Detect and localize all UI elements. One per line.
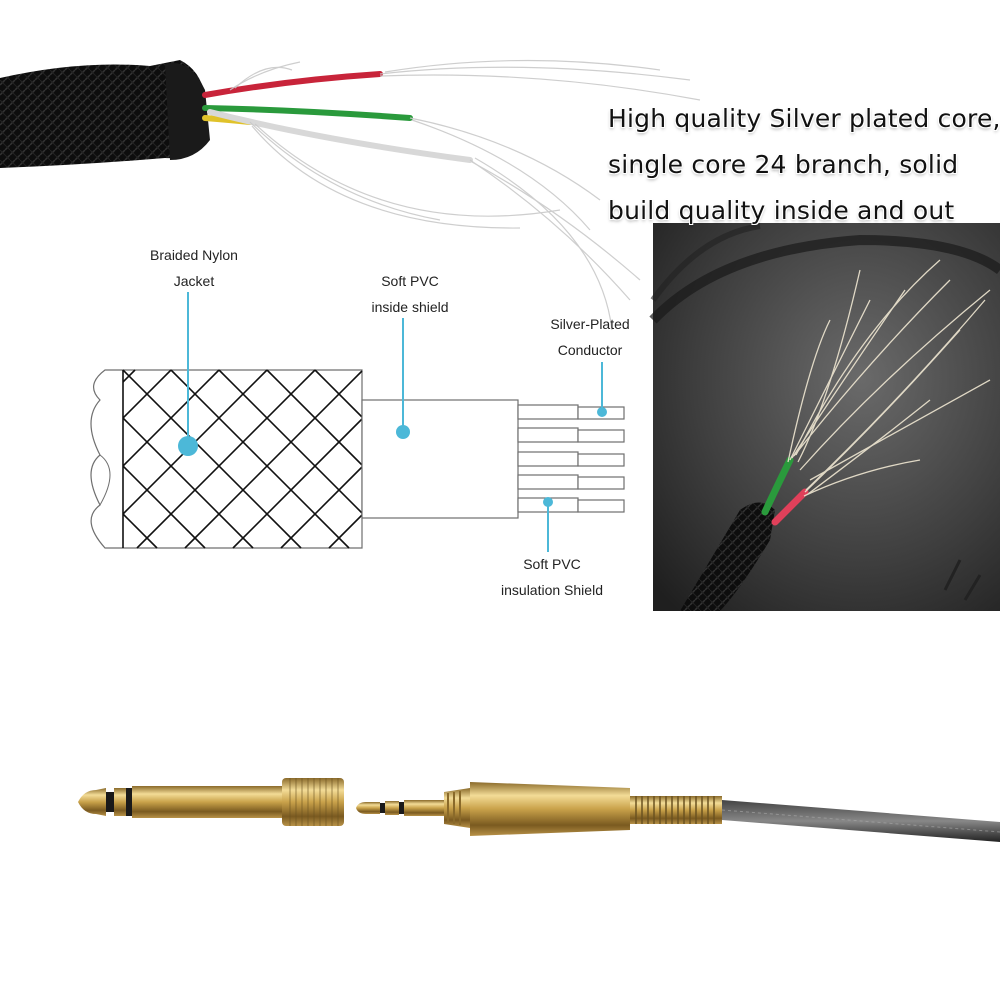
jack-adapter-photo bbox=[78, 778, 1000, 842]
callout-jacket: Braided Nylon Jacket bbox=[128, 242, 260, 294]
callout-inside-shield-line-2: inside shield bbox=[371, 299, 449, 315]
callout-insulation-line-2: insulation Shield bbox=[501, 582, 603, 598]
callout-conductor-line-1: Silver-Plated bbox=[550, 316, 630, 332]
top-cable-photo bbox=[0, 59, 701, 331]
callout-jacket-line-2: Jacket bbox=[173, 273, 215, 289]
callout-inside-shield: Soft PVC inside shield bbox=[350, 268, 470, 320]
callout-conductor-line-2: Conductor bbox=[557, 342, 623, 358]
product-headline: High quality Silver plated core, single … bbox=[608, 96, 1000, 234]
callout-markers bbox=[178, 292, 607, 552]
cable-diagram bbox=[90, 292, 625, 552]
callout-jacket-line-1: Braided Nylon bbox=[150, 247, 238, 263]
callout-inside-shield-line-1: Soft PVC bbox=[381, 273, 439, 289]
braid-pattern bbox=[122, 369, 363, 549]
closeup-photo bbox=[649, 223, 1000, 611]
headline-line-1: High quality Silver plated core, bbox=[608, 104, 1000, 133]
callout-insulation-line-1: Soft PVC bbox=[523, 556, 581, 572]
headline-line-3: build quality inside and out bbox=[608, 196, 955, 225]
headline-line-2: single core 24 branch, solid bbox=[608, 150, 959, 179]
callout-insulation: Soft PVC insulation Shield bbox=[487, 551, 617, 603]
callout-conductor: Silver-Plated Conductor bbox=[535, 311, 645, 363]
conductors bbox=[517, 404, 625, 513]
inside-shield bbox=[361, 399, 519, 519]
